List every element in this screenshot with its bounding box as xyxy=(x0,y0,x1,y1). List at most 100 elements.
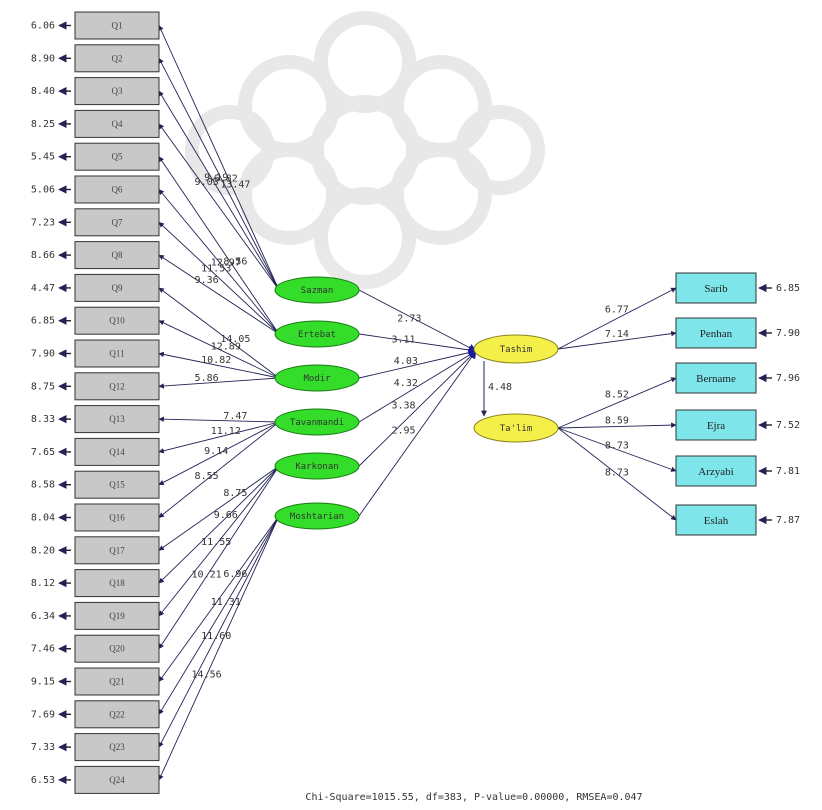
latent-endogenous xyxy=(473,334,559,364)
loading-path xyxy=(158,25,280,291)
loading-label: 11.12 xyxy=(211,426,241,437)
item-box xyxy=(74,339,160,368)
error-variance: 8.66 xyxy=(31,250,55,261)
error-variance: 5.45 xyxy=(31,152,55,163)
outcome-label: Penhan xyxy=(700,328,733,340)
loading-label: 8.59 xyxy=(605,415,629,426)
loading-label: 14.56 xyxy=(192,670,222,681)
item-box xyxy=(74,372,160,401)
loading-path xyxy=(158,320,280,379)
outcome-label: Bernamе xyxy=(696,373,736,385)
item-label: Q19 xyxy=(109,611,125,621)
loading-path xyxy=(158,351,280,379)
loading-path xyxy=(158,465,280,617)
error-variance: 6.06 xyxy=(31,21,55,32)
loading-path xyxy=(158,287,280,379)
outcome-box xyxy=(675,272,757,304)
item-label: Q3 xyxy=(112,86,123,96)
loading-label: 6.96 xyxy=(223,569,247,580)
loading-label: 9.66 xyxy=(214,510,238,521)
loading-label: 9.36 xyxy=(195,275,219,286)
error-variance: 7.69 xyxy=(31,709,55,720)
error-variance: 8.58 xyxy=(31,480,55,491)
loading-label: 12.89 xyxy=(211,342,241,353)
loading-path xyxy=(557,330,677,350)
latent-exogenous xyxy=(274,502,360,530)
item-box xyxy=(74,273,160,302)
item-box xyxy=(74,175,160,204)
loading-label: 11.60 xyxy=(201,631,231,642)
latent-label: Karkonan xyxy=(295,462,338,472)
item-label: Q18 xyxy=(109,578,125,588)
item-box xyxy=(74,405,160,434)
structural-coefficient: 2.95 xyxy=(391,426,415,437)
error-variance: 8.04 xyxy=(31,513,55,524)
latent-exogenous xyxy=(274,452,360,480)
structural-path xyxy=(358,350,477,467)
item-box xyxy=(74,77,160,106)
error-variance: 7.90 xyxy=(31,349,55,360)
rosette-watermark-icon xyxy=(185,11,545,289)
loading-path xyxy=(557,427,677,521)
item-box xyxy=(74,700,160,729)
error-variance: 4.47 xyxy=(31,283,55,294)
item-label: Q10 xyxy=(109,316,125,326)
outcome-box xyxy=(675,504,757,536)
outcome-label: Arzyabi xyxy=(698,466,733,478)
loading-label: 6.82 xyxy=(214,173,238,184)
latent-label: Moshtarian xyxy=(290,512,344,522)
outcome-box xyxy=(675,362,757,394)
item-label: Q21 xyxy=(109,677,125,687)
outcome-box xyxy=(675,317,757,349)
loading-path xyxy=(158,377,280,389)
item-box xyxy=(74,569,160,598)
item-label: Q17 xyxy=(109,545,125,555)
item-label: Q22 xyxy=(109,709,125,719)
item-box xyxy=(74,437,160,466)
outcome-label: Eslah xyxy=(704,515,729,527)
loading-label: 11.31 xyxy=(211,597,241,608)
endogenous-coefficient: 4.48 xyxy=(488,382,512,393)
item-box xyxy=(74,503,160,532)
error-variance: 7.81 xyxy=(776,466,800,477)
item-box xyxy=(74,765,160,794)
outcome-label: Ejra xyxy=(707,420,725,432)
error-variance: 8.33 xyxy=(31,414,55,425)
loading-path xyxy=(158,515,280,682)
error-variance: 7.87 xyxy=(776,515,800,526)
item-label: Q5 xyxy=(112,152,123,162)
loading-path xyxy=(158,515,280,781)
loading-path xyxy=(158,421,280,518)
item-box xyxy=(74,601,160,630)
loading-path xyxy=(158,254,280,335)
item-box xyxy=(74,208,160,237)
loading-label: 13.47 xyxy=(220,179,250,190)
loading-path xyxy=(557,377,677,429)
latent-label: Tashim xyxy=(500,345,533,355)
item-label: Q14 xyxy=(109,447,125,457)
loading-path xyxy=(557,422,677,429)
loading-path xyxy=(158,416,280,423)
item-label: Q6 xyxy=(112,185,123,195)
loading-path xyxy=(158,156,280,335)
structural-coefficient: 3.38 xyxy=(391,401,415,412)
latent-label: Ta'lim xyxy=(500,424,533,434)
item-label: Q4 xyxy=(112,119,123,129)
item-label: Q8 xyxy=(112,250,123,260)
error-variance: 7.33 xyxy=(31,742,55,753)
loading-path xyxy=(158,189,280,335)
structural-coefficient: 4.32 xyxy=(394,378,418,389)
error-variance: 6.85 xyxy=(776,283,800,294)
latent-label: Sazman xyxy=(301,286,334,296)
error-variance: 8.40 xyxy=(31,86,55,97)
loading-label: 8.73 xyxy=(605,468,629,479)
error-variance: 7.23 xyxy=(31,217,55,228)
item-label: Q11 xyxy=(109,349,124,359)
error-variance: 8.90 xyxy=(31,53,55,64)
item-box xyxy=(74,470,160,499)
item-box xyxy=(74,733,160,762)
structural-path xyxy=(358,333,477,354)
structural-coefficient: 3.11 xyxy=(391,335,415,346)
latent-label: Tavanmandi xyxy=(290,418,344,428)
outcome-label: Sarib xyxy=(704,283,728,295)
